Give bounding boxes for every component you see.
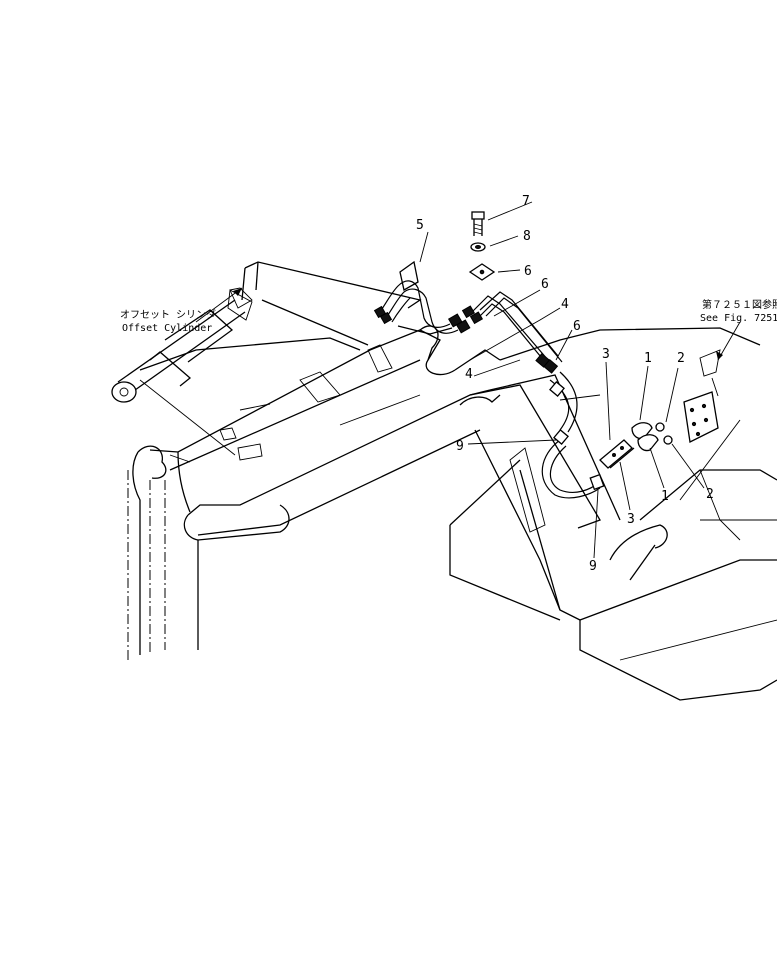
offset-cylinder-label-jp: オフセット シリンダ (120, 308, 216, 321)
boom-structure (127, 261, 501, 660)
annotations: オフセット シリンダ Offset Cylinder 第７２５１図参照 See … (120, 298, 777, 334)
callout-9-left: 9 (456, 439, 464, 454)
callout-8: 8 (523, 229, 531, 244)
callout-6-lower: 6 (573, 319, 581, 334)
callout-7: 7 (522, 194, 530, 209)
callout-4-upper: 4 (561, 297, 569, 312)
callout-4-lower: 4 (465, 367, 473, 382)
callout-5: 5 (416, 218, 424, 233)
hose-bracket (399, 260, 419, 292)
callout-6-clamp: 6 (524, 264, 532, 279)
upper-frame (449, 327, 777, 701)
see-fig-label-jp: 第７２５１図参照 (702, 298, 777, 311)
callout-2-upper: 2 (677, 351, 685, 366)
callout-9-lower: 9 (589, 559, 597, 574)
callout-1-upper: 1 (644, 351, 652, 366)
hydraulic-lines (373, 280, 601, 499)
exploded-parts (468, 211, 721, 491)
leader-lines (195, 201, 741, 559)
offset-cylinder-label-en: Offset Cylinder (122, 323, 212, 334)
callout-numbers: 5 7 8 6 6 4 4 6 3 1 2 9 1 2 3 9 (416, 194, 714, 574)
callout-3-upper: 3 (602, 347, 610, 362)
offset-cylinder (111, 289, 253, 456)
callout-1-lower: 1 (661, 489, 669, 504)
callout-3-lower: 3 (627, 512, 635, 527)
callout-2-lower: 2 (706, 487, 714, 502)
callout-6-upper: 6 (541, 277, 549, 292)
see-fig-label-en: See Fig. 7251 (700, 313, 777, 324)
